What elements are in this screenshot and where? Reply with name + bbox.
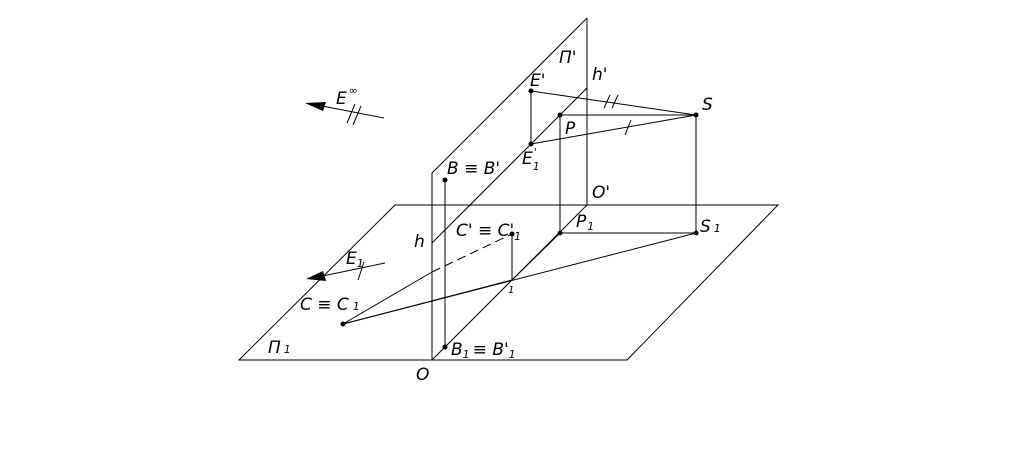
dir-E1-arrowhead — [306, 271, 326, 281]
point-P1-dot — [557, 230, 563, 236]
label-dir-E1: E1 — [346, 249, 364, 270]
label-dir-E-inf: E∞ — [336, 84, 358, 109]
label-E-prime: E' — [530, 71, 545, 91]
dir-E-inf-tick-b — [352, 105, 362, 126]
tick-mark-c — [624, 119, 632, 136]
point-P-dot — [557, 112, 563, 118]
point-C-prime-dot — [509, 231, 515, 237]
label-O: O — [416, 365, 429, 385]
tick-mark-a — [603, 94, 611, 109]
label-O-prime: O' — [592, 183, 610, 203]
tick-mark-b — [611, 94, 619, 109]
dir-E-inf-tick-a — [346, 103, 356, 124]
label-C-prime-eq-C1-prime: C' ≡ C'1 — [456, 221, 521, 243]
label-B1-eq-B1-prime: B1≡ B'1 — [451, 340, 516, 361]
dir-E-inf-arrowhead — [305, 102, 326, 111]
label-P1: P1 — [576, 212, 594, 233]
line-P1-1 — [511, 232, 561, 281]
label-P: P — [565, 119, 576, 139]
label-plane-vertical: П' — [559, 48, 576, 68]
label-S: S — [702, 95, 713, 115]
line-E1-prime-S — [530, 114, 697, 145]
point-B1-dot — [442, 344, 448, 350]
vertical-plane-top-edge — [431, 17, 588, 174]
line-E-prime-S — [530, 90, 697, 116]
label-h: h — [414, 232, 425, 252]
point-C1-dot — [340, 321, 346, 327]
point-S-dot — [693, 112, 699, 118]
dir-E1-line — [312, 262, 386, 279]
point-S1-dot — [693, 230, 699, 236]
line-C1-O — [342, 271, 433, 325]
dir-E1-tick — [357, 261, 365, 281]
point-B-dot — [442, 177, 448, 183]
label-h-prime: h' — [592, 65, 607, 85]
label-point-1: 1 — [508, 285, 514, 296]
point-E-prime-dot — [528, 88, 534, 94]
line-C1-1 — [342, 279, 513, 325]
horizontal-plane-outline — [237, 204, 780, 361]
label-E1-prime: E'1 — [522, 146, 540, 173]
point-E1-prime-dot — [528, 141, 534, 147]
label-B-eq-B-prime: B ≡ B' — [447, 159, 500, 179]
